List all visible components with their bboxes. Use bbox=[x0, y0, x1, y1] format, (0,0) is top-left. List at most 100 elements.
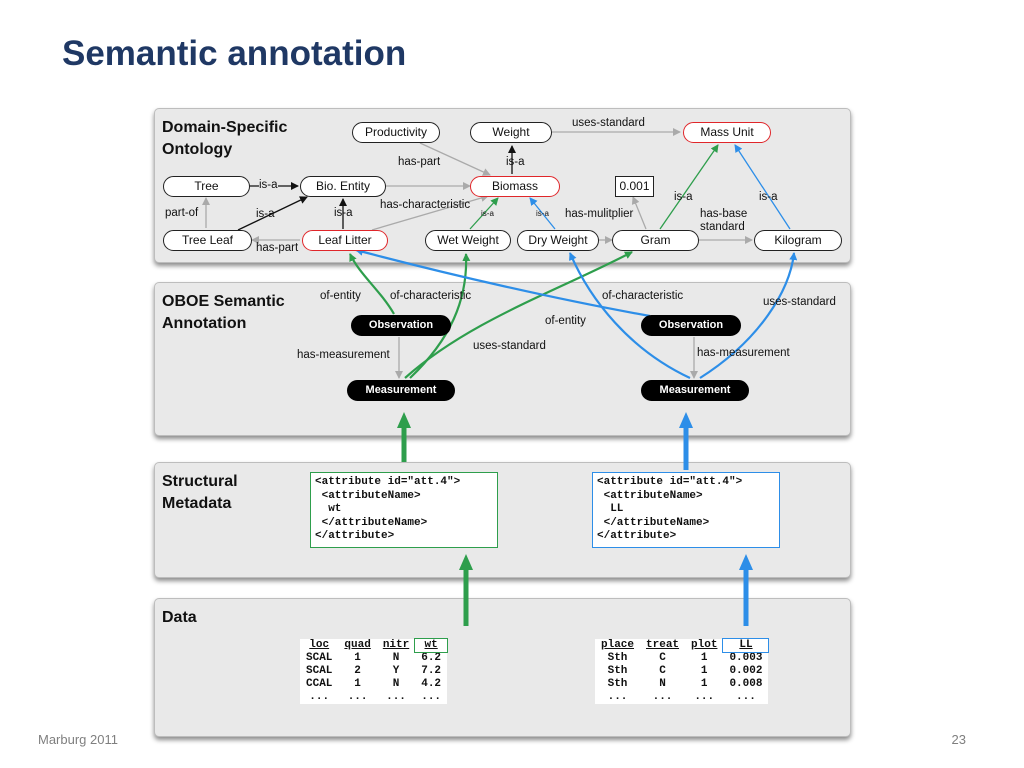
label-has-measurement-right: has-measurement bbox=[697, 347, 790, 359]
label-has-characteristic: has-characteristic bbox=[380, 199, 471, 211]
label-uses-standard-right: uses-standard bbox=[763, 296, 836, 308]
cell: CCAL bbox=[306, 678, 333, 690]
col-header-treat: treat bbox=[646, 639, 680, 651]
cell: 1 bbox=[354, 678, 361, 690]
table-row: Sth N 1 0.008 bbox=[595, 678, 768, 691]
cell: 0.008 bbox=[729, 678, 763, 690]
col-header-place: place bbox=[601, 639, 635, 651]
cell: 1 bbox=[700, 665, 708, 677]
node-wet-weight: Wet Weight bbox=[425, 230, 511, 251]
label-of-characteristic-right: of-characteristic bbox=[602, 290, 684, 302]
cell: ... bbox=[694, 691, 715, 703]
label-uses-standard-left: uses-standard bbox=[473, 340, 546, 352]
panel-ontology-title: Domain-Specific Ontology bbox=[162, 119, 288, 158]
label-is-a-wet: is-a bbox=[481, 209, 494, 218]
label-is-a-kilogram: is-a bbox=[759, 191, 778, 203]
edge-treeleaf-bio bbox=[237, 196, 308, 231]
edge-dry-biomass bbox=[529, 197, 556, 230]
link-obs-leaflitter bbox=[349, 253, 395, 315]
panel-data-title: Data bbox=[162, 609, 197, 626]
table-header-row: loc quad nitr wt bbox=[300, 638, 449, 653]
cell: N bbox=[659, 678, 666, 690]
label-is-a-weight: is-a bbox=[506, 156, 525, 168]
cell: 0.002 bbox=[729, 665, 763, 677]
cell: ... bbox=[736, 691, 756, 703]
table-row: Sth C 1 0.002 bbox=[595, 665, 768, 678]
label-of-entity-right: of-entity bbox=[545, 315, 586, 327]
label-has-part-bottom: has-part bbox=[256, 242, 299, 254]
cell: 1 bbox=[700, 678, 708, 690]
node-weight: Weight bbox=[470, 122, 552, 143]
cell: Sth bbox=[607, 678, 628, 690]
col-header-plot: plot bbox=[691, 639, 718, 651]
data-table-right: place treat plot LL Sth C 1 0.003 Sth C … bbox=[595, 638, 770, 704]
link-obs-leaflitter-right bbox=[355, 247, 651, 318]
label-of-entity-left: of-entity bbox=[320, 290, 361, 302]
cell: ... bbox=[309, 691, 330, 703]
cell: C bbox=[659, 665, 666, 677]
node-bio-entity: Bio. Entity bbox=[300, 176, 386, 197]
cell: Sth bbox=[607, 652, 628, 664]
label-is-a-tree: is-a bbox=[259, 179, 278, 191]
measurement-left: Measurement bbox=[347, 380, 455, 401]
node-leaf-litter: Leaf Litter bbox=[302, 230, 388, 251]
cell: 0.003 bbox=[729, 652, 763, 664]
slide-title: Semantic annotation bbox=[62, 34, 407, 73]
label-is-a-dry: is-a bbox=[536, 209, 549, 218]
table-row: Sth C 1 0.003 bbox=[595, 652, 768, 665]
measurement-right: Measurement bbox=[641, 380, 749, 401]
label-has-measurement-left: has-measurement bbox=[297, 349, 390, 361]
cell: N bbox=[392, 678, 400, 690]
node-kilogram: Kilogram bbox=[754, 230, 842, 251]
node-tree-leaf: Tree Leaf bbox=[163, 230, 252, 251]
observation-left: Observation bbox=[351, 315, 451, 336]
cell: ... bbox=[652, 691, 673, 703]
observation-right: Observation bbox=[641, 315, 741, 336]
table-row: ... ... ... ... bbox=[595, 691, 768, 704]
link-meas-kilogram bbox=[699, 252, 798, 379]
cell: 7.2 bbox=[421, 665, 442, 677]
label-is-a-gram: is-a bbox=[674, 191, 693, 203]
node-dry-weight: Dry Weight bbox=[517, 230, 599, 251]
node-mass-unit: Mass Unit bbox=[683, 122, 771, 143]
link-meas-gram bbox=[404, 251, 633, 379]
cell: C bbox=[659, 652, 666, 664]
node-tree: Tree bbox=[163, 176, 250, 197]
cell: Sth bbox=[607, 665, 628, 677]
panel-structural: Structural Metadata bbox=[154, 462, 851, 578]
edge-gram-0001 bbox=[631, 196, 647, 230]
cell: ... bbox=[607, 691, 628, 703]
edge-wet-biomass bbox=[469, 197, 499, 230]
col-header-ll: LL bbox=[722, 638, 770, 653]
cell: 1 bbox=[354, 652, 361, 664]
link-meas-dryweight bbox=[568, 252, 691, 379]
edge-productivity-biomass bbox=[419, 142, 491, 176]
node-productivity: Productivity bbox=[352, 122, 440, 143]
table-row: CCAL 1 N 4.2 bbox=[300, 678, 447, 691]
label-is-a-leaf: is-a bbox=[256, 208, 275, 220]
label-part-of: part-of bbox=[165, 207, 199, 219]
cell: SCAL bbox=[306, 652, 333, 664]
label-is-a-bio: is-a bbox=[334, 207, 353, 219]
table-row: SCAL 1 N 6.2 bbox=[300, 652, 447, 665]
edge-kilogram-massunit bbox=[734, 144, 791, 230]
cell: 2 bbox=[354, 665, 361, 677]
col-header-nitr: nitr bbox=[382, 639, 410, 651]
cell: 4.2 bbox=[421, 678, 442, 690]
label-uses-standard: uses-standard bbox=[572, 117, 645, 129]
node-value-0001: 0.001 bbox=[615, 176, 654, 197]
label-has-base-standard: has-base standard bbox=[700, 208, 748, 233]
table-header-row: place treat plot LL bbox=[595, 638, 770, 653]
data-table-left: loc quad nitr wt SCAL 1 N 6.2 SCAL 2 Y 7… bbox=[300, 638, 449, 704]
cell: Y bbox=[392, 665, 400, 677]
xml-attribute-ll: <attribute id="att.4"> <attributeName> L… bbox=[592, 472, 780, 548]
footer-venue: Marburg 2011 bbox=[38, 732, 118, 747]
cell: N bbox=[392, 652, 400, 664]
cell: SCAL bbox=[306, 665, 333, 677]
cell: ... bbox=[386, 691, 406, 703]
panel-structural-title: Structural Metadata bbox=[162, 473, 238, 512]
label-of-characteristic-left: of-characteristic bbox=[390, 290, 472, 302]
col-header-quad: quad bbox=[344, 639, 371, 651]
panel-oboe-title: OBOE Semantic Annotation bbox=[162, 293, 285, 332]
